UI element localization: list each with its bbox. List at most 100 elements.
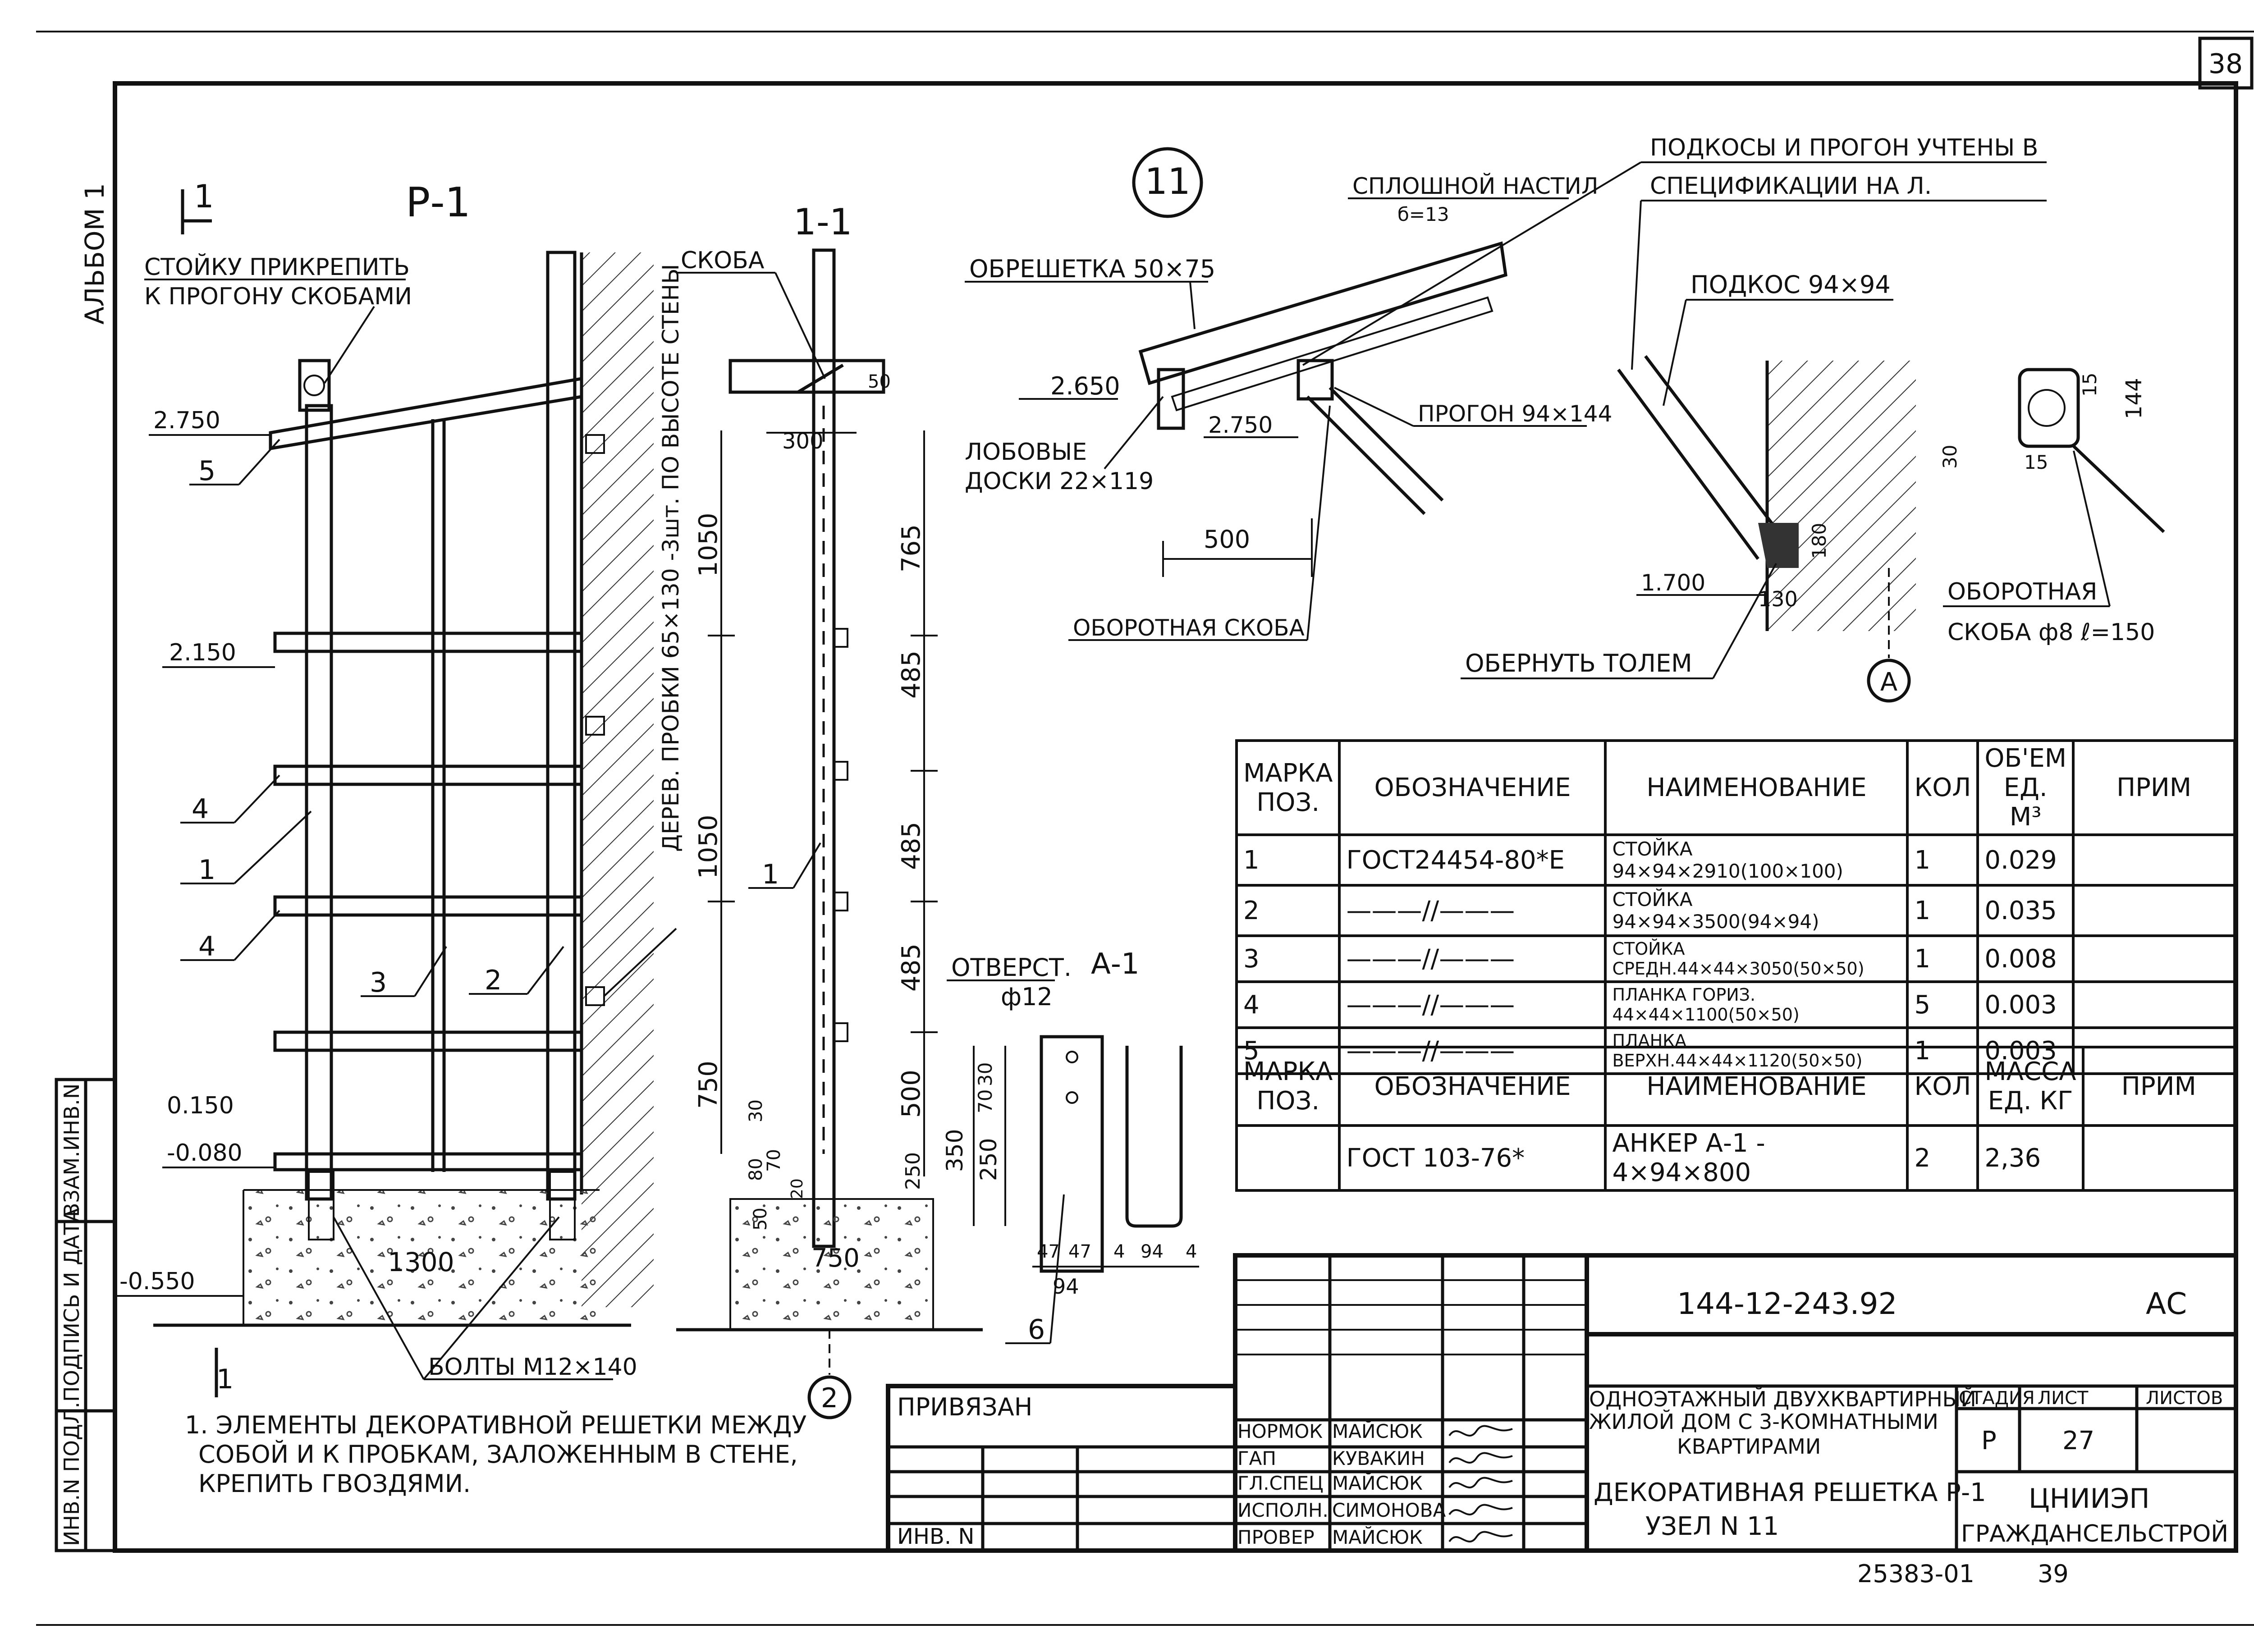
table-row: 4 ———//——— ПЛАНКА ГОРИЗ. 44×44×1100(50×5… — [1235, 980, 2236, 1029]
anchor-hole — [1066, 1051, 1078, 1063]
cell: 1 — [1906, 833, 1979, 887]
level-2750-node: 2.750 — [1208, 412, 1273, 438]
leader — [238, 439, 280, 485]
leader — [1306, 405, 1331, 641]
cell: ———//——— — [1338, 934, 1607, 983]
plugs-note: ДЕРЕВ. ПРОБКИ 65×130 -3шт. ПО ВЫСОТЕ СТЕ… — [658, 264, 684, 852]
anchor-a1: ОТВЕРСТ. ф12 А-1 30 70 250 350 47 47 94 … — [942, 947, 1199, 1345]
signature — [1448, 1452, 1513, 1464]
elevation-p1: Р-1 1 СТОЙКУ ПРИКРЕПИТЬ К ПРОГОНУ СКОБАМ… — [117, 178, 684, 1397]
cell — [2072, 833, 2236, 887]
inv-label: ИНВ. N — [897, 1524, 974, 1549]
strut — [1617, 368, 1759, 560]
leader — [2073, 450, 2111, 607]
dim-250: 250 — [902, 1152, 925, 1190]
dim-15a: 15 — [2079, 373, 2101, 397]
section-purlin — [728, 359, 885, 394]
bottom-page: 39 — [2038, 1560, 2069, 1588]
plug — [585, 434, 605, 454]
pos-label: 4 — [192, 793, 209, 825]
bracket2b-label: СКОБА ф8 ℓ=150 — [1947, 619, 2155, 646]
purlin-section — [298, 359, 331, 412]
hole-label: ОТВЕРСТ. — [951, 953, 1072, 982]
turn-bracket: ОБОРОТНАЯ СКОБА — [1073, 615, 1305, 641]
dim-130: 130 — [1758, 587, 1798, 611]
node-strut — [1306, 395, 1426, 515]
org-2: ГРАЖДАНСЕЛЬСТРОЙ — [1961, 1520, 2228, 1547]
sheet-title: ДЕКОРАТИВНАЯ РЕШЕТКА Р-1 — [1594, 1478, 1986, 1507]
section-pos-label: 1 — [762, 859, 779, 890]
pos-label: 2 — [485, 965, 502, 996]
foundation — [243, 1190, 600, 1325]
anchor-header: ПРИМ — [2081, 1046, 2236, 1127]
leader — [527, 946, 564, 995]
slat — [273, 764, 583, 786]
spec-header: НАИМЕНОВАНИЕ — [1604, 739, 1909, 836]
node-number: 11 — [1145, 160, 1191, 202]
signature — [1448, 1477, 1513, 1488]
stage-value: Р — [1981, 1426, 1997, 1455]
cell: 3 — [1235, 934, 1341, 983]
role: ИСПОЛН. — [1237, 1499, 1329, 1521]
leader — [414, 946, 447, 997]
anchor-dim-h: 94 — [1141, 1241, 1164, 1262]
leader — [1631, 200, 1642, 370]
side-field-signature: ПОДПИСЬ И ДАТА — [60, 1208, 84, 1402]
deck-label: СПЛОШНОЙ НАСТИЛ — [1352, 173, 1598, 199]
doc-code: 144-12-243.92 — [1677, 1286, 1897, 1321]
axis-a: А — [1880, 668, 1897, 697]
bolts-note: БОЛТЫ М12×140 — [428, 1354, 637, 1381]
cell — [1235, 1124, 1341, 1192]
cell — [2081, 1124, 2236, 1192]
strut-wall — [1767, 361, 1916, 631]
sheet-value: 27 — [2062, 1426, 2094, 1455]
note-line-1: 1. ЭЛЕМЕНТЫ ДЕКОРАТИВНОЙ РЕШЕТКИ МЕЖДУ — [185, 1411, 806, 1439]
pos-label: 1 — [198, 854, 215, 886]
leader — [1049, 1194, 1065, 1344]
slat — [273, 895, 583, 917]
dim-750: 750 — [811, 1244, 860, 1273]
section-mark-bottom: 1 — [216, 1364, 234, 1395]
anchor-title: А-1 — [1091, 947, 1140, 981]
side-field-inv: ИНВ.N ПОДЛ. — [60, 1402, 84, 1546]
deck-thickness: б=13 — [1397, 203, 1449, 225]
section-foundation — [730, 1199, 933, 1330]
anchor-plate — [308, 1171, 334, 1240]
slat-stub — [833, 892, 848, 911]
role: ПРОВЕР — [1237, 1526, 1315, 1548]
anchor-dim-v: 30 — [974, 1062, 996, 1086]
name: СИМОНОВА — [1332, 1499, 1446, 1521]
signature — [1448, 1531, 1513, 1542]
signature — [1448, 1504, 1513, 1515]
leader — [423, 1216, 560, 1380]
sheet-title-2: УЗЕЛ N 11 — [1645, 1512, 1779, 1541]
name: МАЙСЮК — [1332, 1472, 1423, 1494]
roof-deck — [1138, 241, 1507, 385]
spec-header: МАРКА ПОЗ. — [1235, 739, 1341, 836]
anchor-hole — [1066, 1091, 1078, 1104]
cell: СТОЙКА 94×94×2910(100×100) — [1604, 833, 1909, 887]
node-11: 11 СПЛОШНОЙ НАСТИЛ б=13 ОБРЕШЕТКА 50×75 … — [965, 134, 2165, 703]
slat-stub — [833, 1022, 848, 1042]
spec-header: ОБОЗНАЧЕНИЕ — [1338, 739, 1607, 836]
dim-144: 144 — [2121, 378, 2147, 419]
cell: АНКЕР А-1 - 4×94×800 — [1604, 1124, 1909, 1192]
top-bar — [269, 376, 583, 451]
axis-circle-a — [1867, 659, 1911, 703]
role: ГАП — [1237, 1447, 1276, 1469]
section-title: 1-1 — [793, 201, 852, 243]
cell: 4 — [1235, 980, 1341, 1029]
project-2: ЖИЛОЙ ДОМ С 3-КОМНАТНЫМИ — [1589, 1409, 1938, 1434]
sheet-number: 38 — [2208, 48, 2243, 80]
axis-2: 2 — [821, 1382, 838, 1414]
purlin-detail — [2018, 368, 2080, 448]
fascia-label: ЛОБОВЫЕ — [965, 439, 1087, 466]
name: МАЙСЮК — [1332, 1526, 1423, 1548]
hole-dia: ф12 — [1001, 983, 1053, 1011]
anchor-dim-h: 4 — [1113, 1241, 1125, 1262]
plug — [585, 716, 605, 736]
binding-block — [886, 1384, 1237, 1553]
axis-circle — [807, 1375, 852, 1419]
note-top: ПОДКОСЫ И ПРОГОН УЧТЕНЫ В — [1650, 134, 2038, 161]
dim-left: 1050 — [694, 513, 723, 577]
